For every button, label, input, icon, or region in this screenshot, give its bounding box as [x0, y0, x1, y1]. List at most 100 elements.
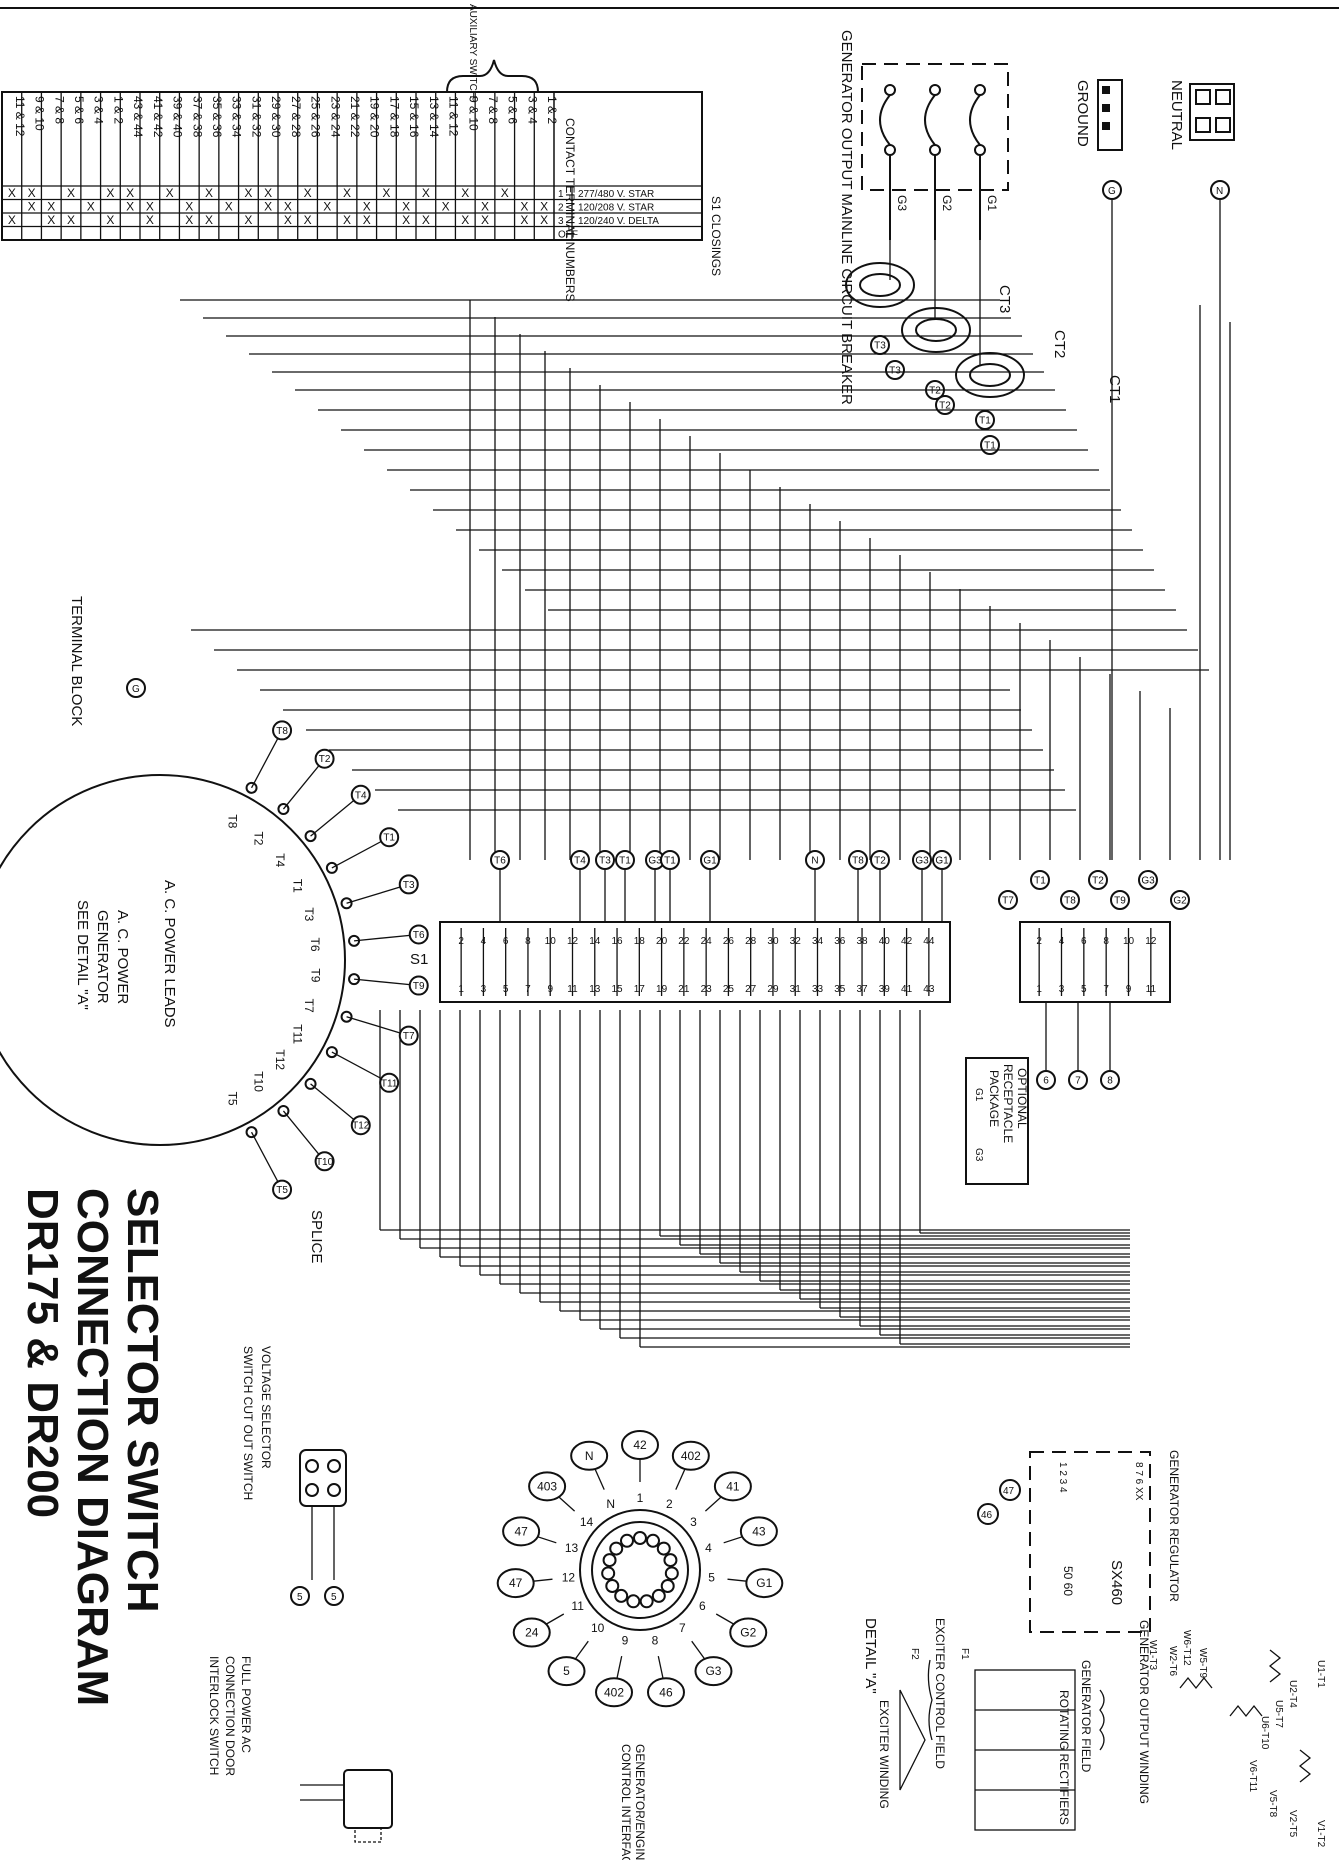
s1-terminal-top: 8 — [525, 936, 531, 947]
connector-tag-ring — [729, 1617, 768, 1648]
aux-switch-body — [1019, 921, 1171, 1003]
ground-label: GROUND — [1074, 80, 1091, 147]
aux-top-tag-ring — [1170, 890, 1190, 910]
detail-a-label: DETAIL "A" — [862, 1618, 879, 1694]
s1-terminal-top: 22 — [678, 936, 690, 947]
closing-mark: X — [28, 186, 36, 200]
contact-label: 7 & 8 — [52, 96, 66, 124]
cutout-switch-body — [299, 1449, 347, 1507]
connector-tag: 42 — [633, 1438, 647, 1452]
generator-lead-tag-ring — [398, 1025, 419, 1046]
generator-lead-label: T9 — [308, 968, 322, 982]
voltage-selector-label-2: SWITCH CUT OUT SWITCH — [241, 1346, 255, 1500]
contact-label: 13 & 14 — [427, 96, 441, 138]
contact-label: 27 & 28 — [289, 96, 303, 138]
cutout-tag-a: 5 — [297, 1592, 303, 1603]
connector-pin — [609, 1541, 624, 1556]
s1-top-tag: T2 — [874, 856, 886, 867]
connector-tag-ring — [502, 1516, 541, 1547]
closing-mark: X — [461, 186, 469, 200]
diagram-title: SELECTOR SWITCH CONNECTION DIAGRAM DR175… — [18, 1188, 167, 1706]
splice-label: SPLICE — [308, 1210, 325, 1263]
ct-tag: T1 — [984, 441, 996, 452]
exciter-control-field-label: EXCITER CONTROL FIELD — [933, 1618, 947, 1769]
closing-mark: X — [343, 213, 351, 227]
closing-mark: X — [185, 213, 193, 227]
generator-lead-tag-ring — [314, 748, 335, 769]
closings-table-title: S1 CLOSINGS — [709, 196, 723, 276]
s1-terminal-bottom: 23 — [701, 984, 713, 995]
closing-mark: X — [442, 199, 450, 213]
breaker-term-g3: G3 — [895, 195, 909, 211]
aux-terminal-bottom: 5 — [1081, 984, 1087, 995]
s1-terminal-bottom: 11 — [567, 984, 578, 995]
winding-label: U2-T4 — [1287, 1680, 1298, 1708]
closing-mark: X — [422, 213, 430, 227]
contact-label: 25 & 26 — [309, 96, 323, 138]
ac-power-generator: A. C. POWER LEADS A. C. POWER GENERATOR … — [0, 596, 429, 1263]
receptacle-box — [965, 1057, 1029, 1185]
title-line-1: SELECTOR SWITCH — [118, 1188, 167, 1613]
connector-tag: 24 — [525, 1626, 539, 1640]
generator-lead-label: T12 — [273, 1049, 287, 1070]
connector-tag: N — [585, 1449, 594, 1463]
connector-pin — [602, 1553, 617, 1568]
mode-name: 277/480 V. STAR — [578, 189, 654, 200]
aux-top-tag-ring — [998, 890, 1018, 910]
closing-mark: X — [126, 199, 134, 213]
s1-top-tag: G3 — [915, 856, 929, 867]
s1-top-tag: T8 — [852, 856, 864, 867]
terminal-block-ground-tag: G — [132, 684, 140, 695]
connector-pin — [663, 1553, 678, 1568]
s1-terminal-bottom: 5 — [503, 984, 509, 995]
connector-shell — [579, 1509, 701, 1631]
closing-mark: X — [264, 199, 272, 213]
s1-top-tag-ring — [848, 850, 868, 870]
neutral-terminal-tag: N — [1216, 186, 1223, 197]
ct-tag-ring — [885, 360, 905, 380]
contact-label: 3 & 4 — [525, 96, 539, 124]
breaker-outline — [861, 63, 1009, 191]
generator-lead-tag-ring — [379, 1072, 400, 1093]
connector-tag: 41 — [726, 1479, 740, 1493]
s1-terminal-top: 26 — [723, 936, 735, 947]
aux-terminal-top: 4 — [1059, 936, 1065, 947]
connector-pin — [656, 1541, 671, 1556]
connector-pin-number: 3 — [690, 1515, 697, 1529]
connector-tag-ring — [570, 1440, 609, 1471]
closing-mark: X — [363, 213, 371, 227]
ct1-label: CT1 — [1106, 375, 1123, 403]
aux-top-tag: T7 — [1002, 896, 1014, 907]
contact-label: 23 & 24 — [328, 96, 342, 138]
closing-mark: X — [304, 186, 312, 200]
connector-pin — [601, 1566, 616, 1581]
aux-terminal-top: 12 — [1145, 936, 1157, 947]
winding-label: V5-T8 — [1267, 1790, 1278, 1818]
generator-lead-tag: T5 — [276, 1185, 288, 1196]
winding-label: U1-T1 — [1315, 1660, 1326, 1688]
connector-pin-number: 10 — [591, 1621, 605, 1635]
generator-lead-tag-ring — [398, 874, 419, 895]
receptacle-label-3: PACKAGE — [987, 1070, 1001, 1127]
ct-tag: T2 — [939, 401, 951, 412]
s1-terminal-bottom: 13 — [589, 984, 601, 995]
closing-mark: X — [47, 199, 55, 213]
aux-terminal-bottom: 7 — [1103, 984, 1109, 995]
s1-top-tag: T4 — [574, 856, 586, 867]
generator-lead-label: T2 — [251, 831, 265, 845]
contact-label: 1 & 2 — [545, 96, 559, 124]
exciter-control-field: EXCITER CONTROL FIELD F1 F2 — [909, 1618, 970, 1769]
generator-regulator: GENERATOR REGULATOR SX460 50 60 8 7 6 XX… — [977, 1450, 1181, 1633]
contact-label: 17 & 18 — [387, 96, 401, 138]
closing-mark: X — [166, 186, 174, 200]
contact-label: 3 & 4 — [92, 96, 106, 124]
generator-label-3: SEE DETAIL "A" — [74, 900, 91, 1010]
aux-terminal-top: 6 — [1081, 936, 1087, 947]
aux-top-tag: T1 — [1034, 876, 1046, 887]
s1-terminal-bottom: 15 — [611, 984, 623, 995]
optional-receptacle-package: OPTIONAL RECEPTACLE PACKAGE G1 G3 — [965, 1057, 1029, 1185]
regulator-outline — [1029, 1451, 1151, 1633]
contact-label: 1 & 2 — [111, 96, 125, 124]
aux-top-tag: G3 — [1141, 876, 1155, 887]
